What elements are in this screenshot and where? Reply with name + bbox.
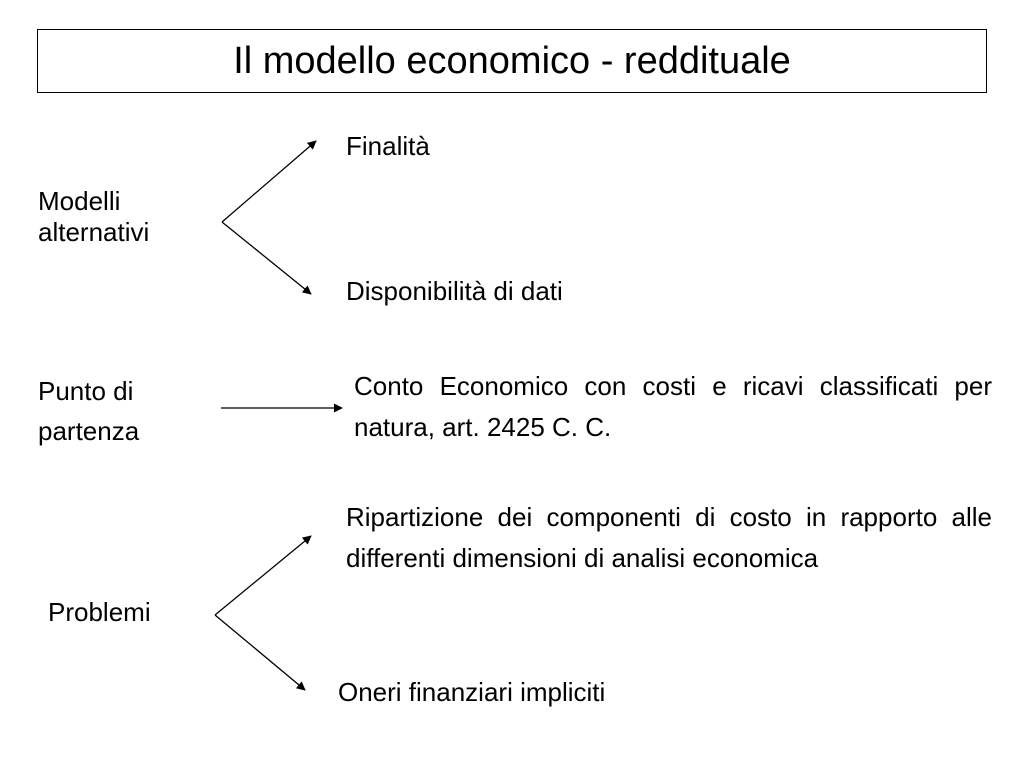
arrow-problemi-oneri	[214, 614, 306, 691]
arrow-problemi-ripartizione	[214, 535, 312, 616]
modelli-label-line2: alternativi	[38, 217, 150, 247]
conto-economico-text: Conto Economico con costi e ricavi class…	[354, 371, 992, 442]
arrow-modelli-disponibilita	[221, 221, 312, 295]
finalita-text: Finalità	[346, 131, 430, 161]
slide-title: Il modello economico - reddituale	[233, 39, 791, 82]
disponibilita-text: Disponibilità di dati	[346, 276, 563, 306]
punto-label: Punto di partenza	[38, 371, 139, 451]
punto-label-line2: partenza	[38, 416, 140, 446]
oneri-text: Oneri finanziari impliciti	[338, 677, 606, 707]
problemi-label: Problemi	[48, 597, 151, 627]
modelli-label-line1: Modelli	[38, 186, 121, 216]
punto-label-line1: Punto di	[38, 376, 134, 406]
modelli-label: Modelli alternativi	[38, 186, 149, 248]
title-box: Il modello economico - reddituale	[37, 29, 987, 93]
ripartizione-text: Ripartizione dei componenti di costo in …	[346, 502, 992, 573]
arrow-modelli-finalita	[221, 140, 317, 223]
